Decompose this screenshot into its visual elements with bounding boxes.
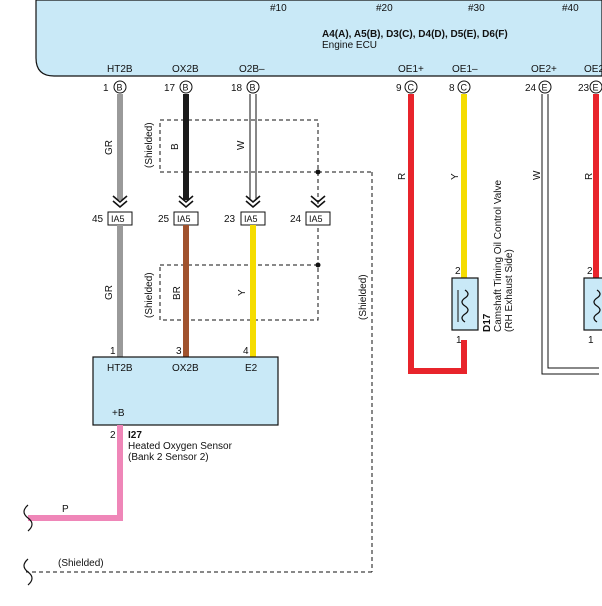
shielded-label-right: (Shielded): [358, 274, 369, 320]
shield-lines: [26, 119, 373, 573]
shield-junction-dot: [315, 169, 321, 175]
second-valve-box: [583, 277, 602, 331]
wire-label-gr-lower: GR: [104, 285, 115, 300]
shielded-label-top: (Shielded): [144, 122, 155, 168]
ecu-terminal-ht2b: HT2B: [107, 64, 133, 75]
ecu-pin-23: 23: [578, 83, 590, 94]
coil-icon: [461, 289, 469, 323]
valve-pin-2: 2: [455, 266, 461, 277]
marker-30: #30: [468, 3, 485, 14]
junction-connectors: 45 IA5 25 IA5 23 IA5 24 IA5: [92, 211, 331, 226]
ecu-pins: 1 B 17 B 18 B 9 C 8 C 24 E 23 E: [103, 80, 602, 94]
sensor-name-line2: (Bank 2 Sensor 2): [128, 452, 209, 463]
sensor-pin-4: 4: [243, 346, 249, 357]
ecu-pin-9: 9: [396, 83, 402, 94]
wire-label-w-right: W: [532, 170, 543, 180]
wire-r-valve: [408, 94, 467, 374]
ecu-terminal-ox2b: OX2B: [172, 64, 199, 75]
ecu-conn-b: B: [250, 83, 256, 93]
junction-code: IA5: [244, 214, 258, 224]
junction-code: IA5: [177, 214, 191, 224]
wire-label-p: P: [62, 504, 69, 515]
sensor-terminal-e2: E2: [245, 363, 258, 374]
junction-box: [305, 211, 331, 226]
wire-label-y-valve: Y: [450, 173, 461, 180]
junction-code: IA5: [111, 214, 125, 224]
ecu-pin-1: 1: [103, 83, 109, 94]
marker-10: #10: [270, 3, 287, 14]
junction-chevrons: [112, 195, 326, 209]
valve-name-line1: Camshaft Timing Oil Control Valve: [493, 179, 504, 332]
ecu-terminal-oe2-plus: OE2+: [531, 64, 557, 75]
ecu-conn-b: B: [117, 83, 123, 93]
ecu-conn-b: B: [183, 83, 189, 93]
break-mark: [23, 558, 33, 586]
junction-code: IA5: [309, 214, 323, 224]
ecu-connectors: A4(A), A5(B), D3(C), D4(D), D5(E), D6(F): [322, 29, 508, 40]
wire-label-r-valve: R: [397, 173, 408, 180]
coil-icon: [593, 289, 601, 323]
engine-ecu-box: [35, 0, 602, 77]
valve2-pin-2: 2: [587, 266, 593, 277]
sensor-terminal-ox2b: OX2B: [172, 363, 199, 374]
connector-circle: [589, 80, 602, 94]
sensor-code: I27: [128, 430, 142, 441]
oil-control-valve-box: [451, 277, 479, 331]
shield-box-bottom: [159, 264, 319, 321]
connector-circle: [179, 80, 193, 94]
sensor-terminal-plus-b: +B: [112, 408, 125, 419]
valve2-pin-1: 1: [588, 335, 594, 346]
sensor-pin-3: 3: [176, 346, 182, 357]
wire-label-b: B: [170, 143, 181, 150]
connector-circle: [457, 80, 471, 94]
sensor-pin-2: 2: [110, 430, 116, 441]
connector-circle: [246, 80, 260, 94]
junction-pin-24: 24: [290, 214, 302, 225]
ecu-pin-8: 8: [449, 83, 455, 94]
ecu-conn-c: C: [461, 83, 468, 93]
wire-label-br: BR: [172, 286, 183, 300]
wire-w-right-b: [547, 94, 599, 369]
wire-label-y-sensor: Y: [237, 289, 248, 296]
junction-pin-23: 23: [224, 214, 236, 225]
wire-label-w-left: W: [236, 140, 247, 150]
ecu-terminal-oe1-minus: OE1–: [452, 64, 478, 75]
ecu-terminal-oe1-plus: OE1+: [398, 64, 424, 75]
marker-40: #40: [562, 3, 579, 14]
shielded-label-bottom-left: (Shielded): [58, 558, 104, 569]
valve-code: D17: [482, 313, 493, 332]
ecu-pin-17: 17: [164, 83, 176, 94]
connector-circle: [538, 80, 552, 94]
ecu-pin-24: 24: [525, 83, 537, 94]
ecu-conn-c: C: [408, 83, 415, 93]
junction-pin-25: 25: [158, 214, 170, 225]
connector-circle: [404, 80, 418, 94]
junction-pin-45: 45: [92, 214, 104, 225]
break-mark: [23, 504, 33, 532]
ecu-terminal-o2b-minus: O2B–: [239, 64, 265, 75]
wire-w-right-a: [541, 94, 599, 375]
marker-20: #20: [376, 3, 393, 14]
ecu-conn-e: E: [593, 83, 599, 93]
sensor-pin-1: 1: [110, 346, 116, 357]
sensor-terminal-ht2b: HT2B: [107, 363, 133, 374]
wire-p: [28, 425, 123, 521]
ecu-pin-18: 18: [231, 83, 243, 94]
shield-box-top: [159, 119, 319, 173]
ecu-terminal-oe2: OE2: [584, 64, 602, 75]
ecu-name: Engine ECU: [322, 40, 377, 51]
valve-pin-1: 1: [456, 335, 462, 346]
shielded-label-bottom: (Shielded): [144, 272, 155, 318]
sensor-name-line1: Heated Oxygen Sensor: [128, 441, 233, 452]
ecu-conn-e: E: [542, 83, 548, 93]
heated-oxygen-sensor-box: [92, 356, 279, 426]
connector-circle: [113, 80, 127, 94]
wire-label-r-right: R: [584, 173, 595, 180]
shield-junction-dot: [315, 262, 321, 268]
valve-name-line2: (RH Exhaust Side): [504, 249, 515, 332]
wire-label-gr-upper: GR: [104, 140, 115, 155]
